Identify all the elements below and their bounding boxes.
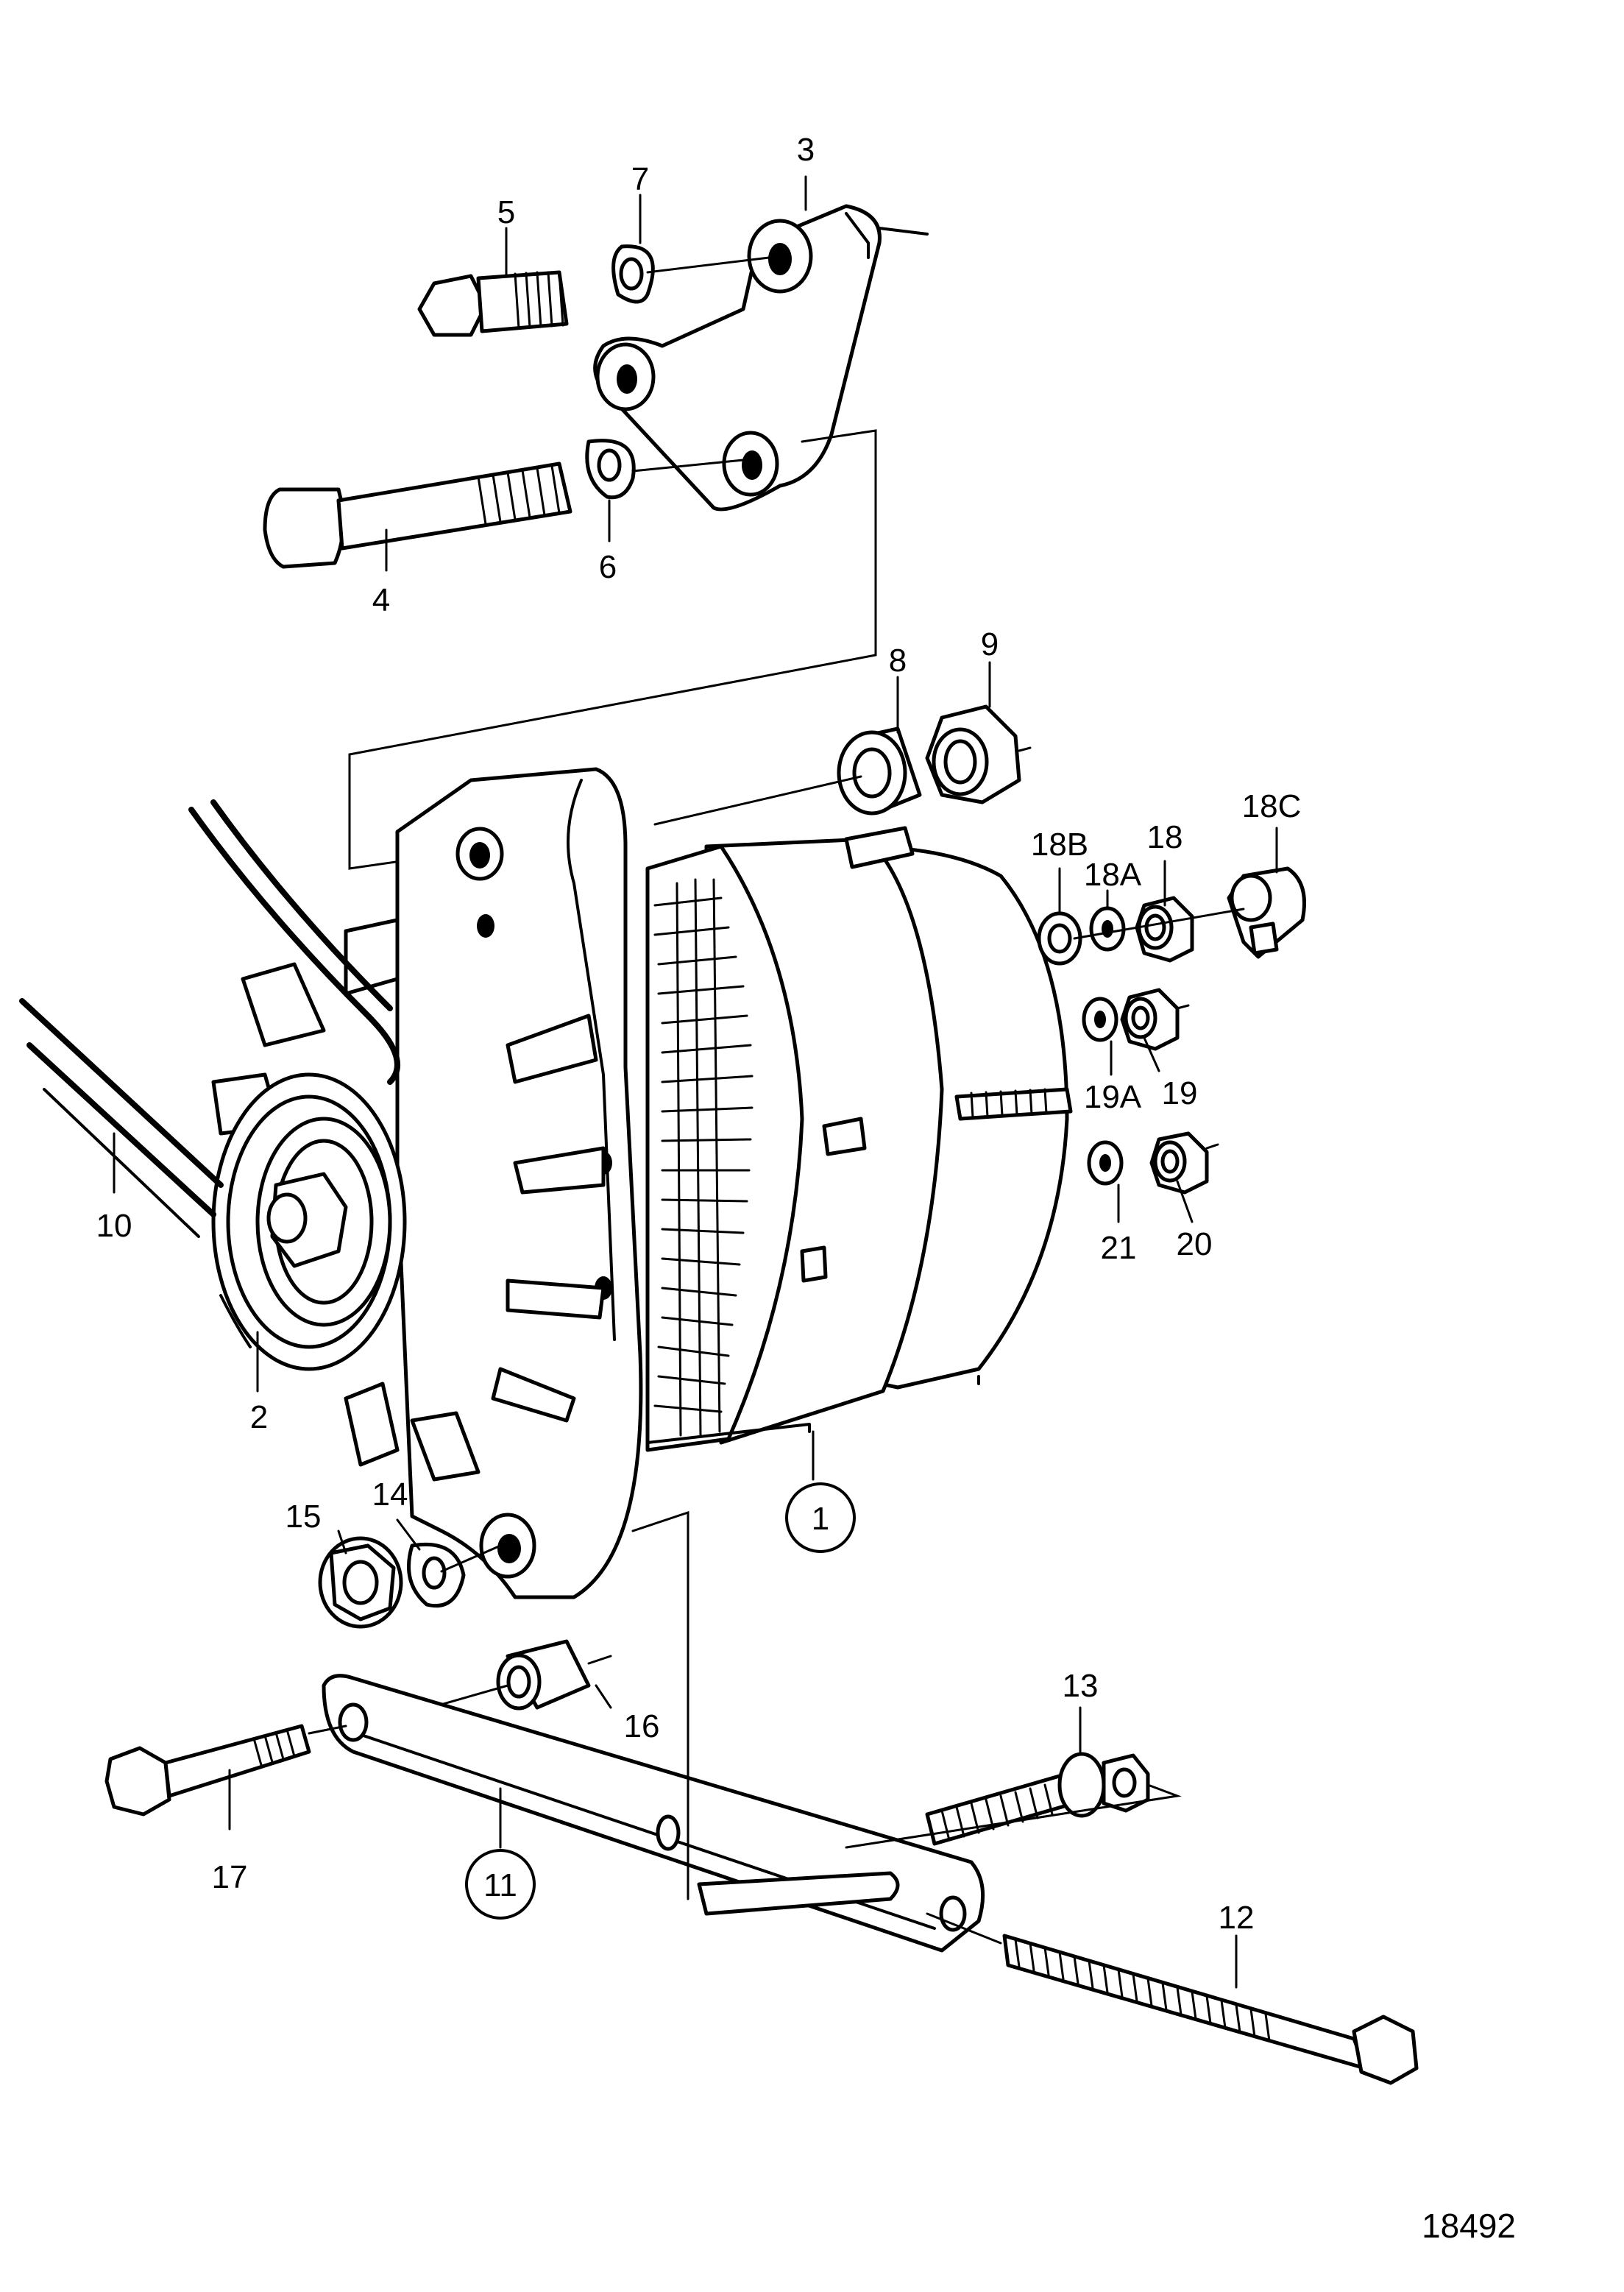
callout-18: 18 (1147, 819, 1183, 855)
callout-12: 12 (1219, 1900, 1255, 1936)
callout-19: 19 (1162, 1075, 1198, 1111)
terminal-cap (1227, 866, 1306, 959)
lock-washer (1089, 906, 1126, 952)
leader-line (631, 459, 745, 473)
callout-14: 14 (372, 1476, 408, 1513)
stator-windings (653, 878, 754, 1437)
callout-5: 5 (497, 194, 515, 230)
callout-20: 20 (1177, 1226, 1213, 1262)
assembly-line (631, 1510, 689, 1900)
leader-line (926, 1912, 1002, 1945)
sleeve (496, 1639, 591, 1711)
leader-line (308, 1725, 347, 1735)
callout-21: 21 (1101, 1230, 1137, 1266)
flange-nut (318, 1536, 403, 1629)
adjusting-bolt (1002, 1934, 1419, 2085)
flange-bolt (417, 270, 569, 337)
callout-19A: 19A (1084, 1079, 1142, 1115)
callout-18C: 18C (1242, 788, 1302, 824)
callout-9: 9 (981, 626, 999, 662)
hex-nut (1135, 896, 1194, 963)
callout-2: 2 (250, 1399, 268, 1435)
leader-line (587, 1655, 612, 1665)
callout-8: 8 (889, 643, 907, 679)
callout-18A: 18A (1084, 857, 1142, 893)
callout-1: 1 (812, 1501, 829, 1537)
washer (585, 439, 636, 500)
pulley (211, 1072, 407, 1371)
lock-washer (1082, 997, 1118, 1042)
spacer-sleeve (837, 726, 922, 816)
callout-17: 17 (212, 1859, 248, 1895)
hex-bolt (263, 461, 572, 569)
hex-nut (1149, 1131, 1219, 1195)
assembly-line (348, 429, 877, 870)
leader-line (845, 1783, 1182, 1849)
callout-16: 16 (624, 1708, 660, 1744)
alternator (645, 826, 1073, 1452)
callout-4: 4 (372, 582, 390, 618)
cooling-fan (211, 918, 606, 1482)
callout-7: 7 (631, 161, 649, 197)
callout-10: 10 (96, 1208, 132, 1244)
leader-line (653, 775, 862, 826)
hex-nut (925, 704, 1032, 804)
callout-3: 3 (797, 132, 815, 168)
callout-18B: 18B (1031, 827, 1088, 863)
mounting-bracket (593, 204, 929, 512)
callout-11-circle: 11 (465, 1849, 536, 1920)
leader-line (1073, 908, 1245, 940)
callout-11: 11 (483, 1867, 517, 1903)
callout-6: 6 (599, 549, 617, 585)
washer (407, 1542, 466, 1608)
callout-15: 15 (286, 1499, 322, 1535)
callout-13: 13 (1063, 1668, 1099, 1704)
leader-line (440, 1544, 502, 1573)
figure-reference-number: 18492 (1422, 2207, 1516, 2245)
callout-leaders (113, 175, 1278, 1989)
washer (611, 244, 655, 304)
hex-bolt (104, 1724, 311, 1817)
callout-1-circle: 1 (785, 1482, 856, 1553)
adjusting-arm (322, 1674, 985, 1953)
leader-line (646, 256, 770, 274)
lock-washer (1087, 1140, 1124, 1186)
drive-belt (19, 799, 400, 1348)
hex-nut (1120, 988, 1190, 1051)
